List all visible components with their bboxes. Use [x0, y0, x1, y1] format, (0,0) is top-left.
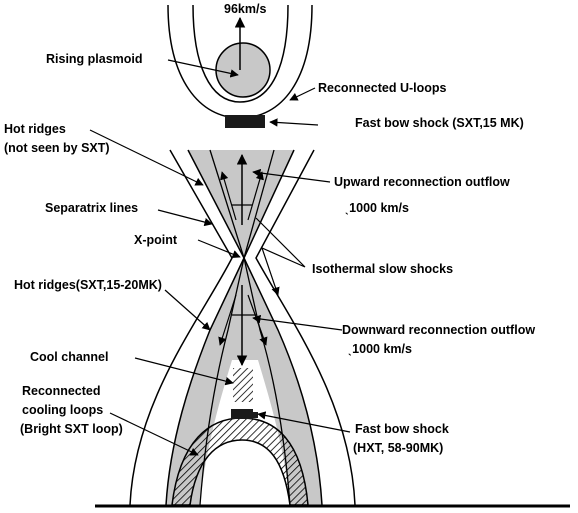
- label-upward-speed: ˎ1000 km/s: [345, 201, 409, 215]
- label-reconnected-loops-3: (Bright SXT loop): [20, 422, 123, 436]
- downward-outflow-arrow-left: [218, 294, 237, 346]
- upward-outflow-arrow-right: [247, 171, 264, 221]
- upper-hot-region: [188, 150, 294, 258]
- label-hot-ridges-top-1: Hot ridges: [4, 122, 66, 136]
- label-cool-channel: Cool channel: [30, 350, 108, 364]
- pointer-separatrix: [157, 209, 213, 227]
- label-downward-speed: ˎ1000 km/s: [348, 342, 412, 356]
- label-upward-outflow: Upward reconnection outflow: [334, 175, 510, 189]
- rising-plasmoid-circle: [215, 42, 271, 98]
- pointer-hot-ridges-top: [89, 129, 204, 186]
- slow-shock-right-upper: [243, 149, 275, 259]
- outer-field-line-right: [255, 149, 356, 506]
- label-x-point: X-point: [134, 233, 178, 247]
- label-fast-bow-shock-top: Fast bow shock (SXT,15 MK): [355, 116, 524, 130]
- label-fast-bow-shock-bottom-1: Fast bow shock: [355, 422, 449, 436]
- label-reconnected-loops-1: Reconnected: [22, 384, 101, 398]
- fast-bow-shock-bottom-nub: [250, 412, 258, 418]
- pointer-bow-shock-top: [269, 118, 319, 127]
- separatrix-right-lower: [243, 257, 323, 506]
- label-downward-outflow: Downward reconnection outflow: [342, 323, 535, 337]
- label-hot-ridges-top-2: (not seen by SXT): [4, 141, 110, 155]
- label-reconnected-loops-2: cooling loops: [22, 403, 103, 417]
- separatrix-right-upper: [243, 149, 295, 259]
- label-isothermal-slow-shocks: Isothermal slow shocks: [312, 262, 453, 276]
- fast-bow-shock-bottom-block: [231, 409, 253, 419]
- upward-outflow-arrow-left: [220, 171, 237, 221]
- pointer-cooling-loops: [109, 412, 199, 456]
- label-reconnected-u-loops: Reconnected U-loops: [318, 81, 447, 95]
- label-fast-bow-shock-bottom-2: (HXT, 58-90MK): [353, 441, 443, 455]
- outer-field-line-left: [129, 149, 233, 506]
- pointer-slow-shocks: [255, 217, 306, 295]
- reconnected-u-loop-inner: [192, 4, 289, 103]
- separatrix-left-lower: [165, 257, 245, 506]
- slow-shock-left-upper: [209, 149, 245, 259]
- pointer-bow-shock-bottom: [257, 411, 351, 433]
- cool-channel-patch: [233, 368, 253, 402]
- label-rising-plasmoid: Rising plasmoid: [46, 52, 143, 66]
- separatrix-left-upper: [187, 149, 245, 259]
- pointer-hot-ridges-bottom: [164, 289, 211, 331]
- label-hot-ridges-bottom: Hot ridges(SXT,15-20MK): [14, 278, 162, 292]
- pointer-cool-channel: [134, 357, 234, 386]
- pointer-rising-plasmoid: [167, 59, 239, 78]
- pointer-x-point: [197, 239, 241, 259]
- pointer-u-loops: [289, 87, 316, 101]
- label-separatrix-lines: Separatrix lines: [45, 201, 138, 215]
- fast-bow-shock-top-block: [225, 115, 265, 128]
- label-speed-top: 96km/s: [224, 2, 266, 16]
- pointer-downward-outflow: [252, 314, 343, 331]
- pointer-upward-outflow: [252, 168, 331, 183]
